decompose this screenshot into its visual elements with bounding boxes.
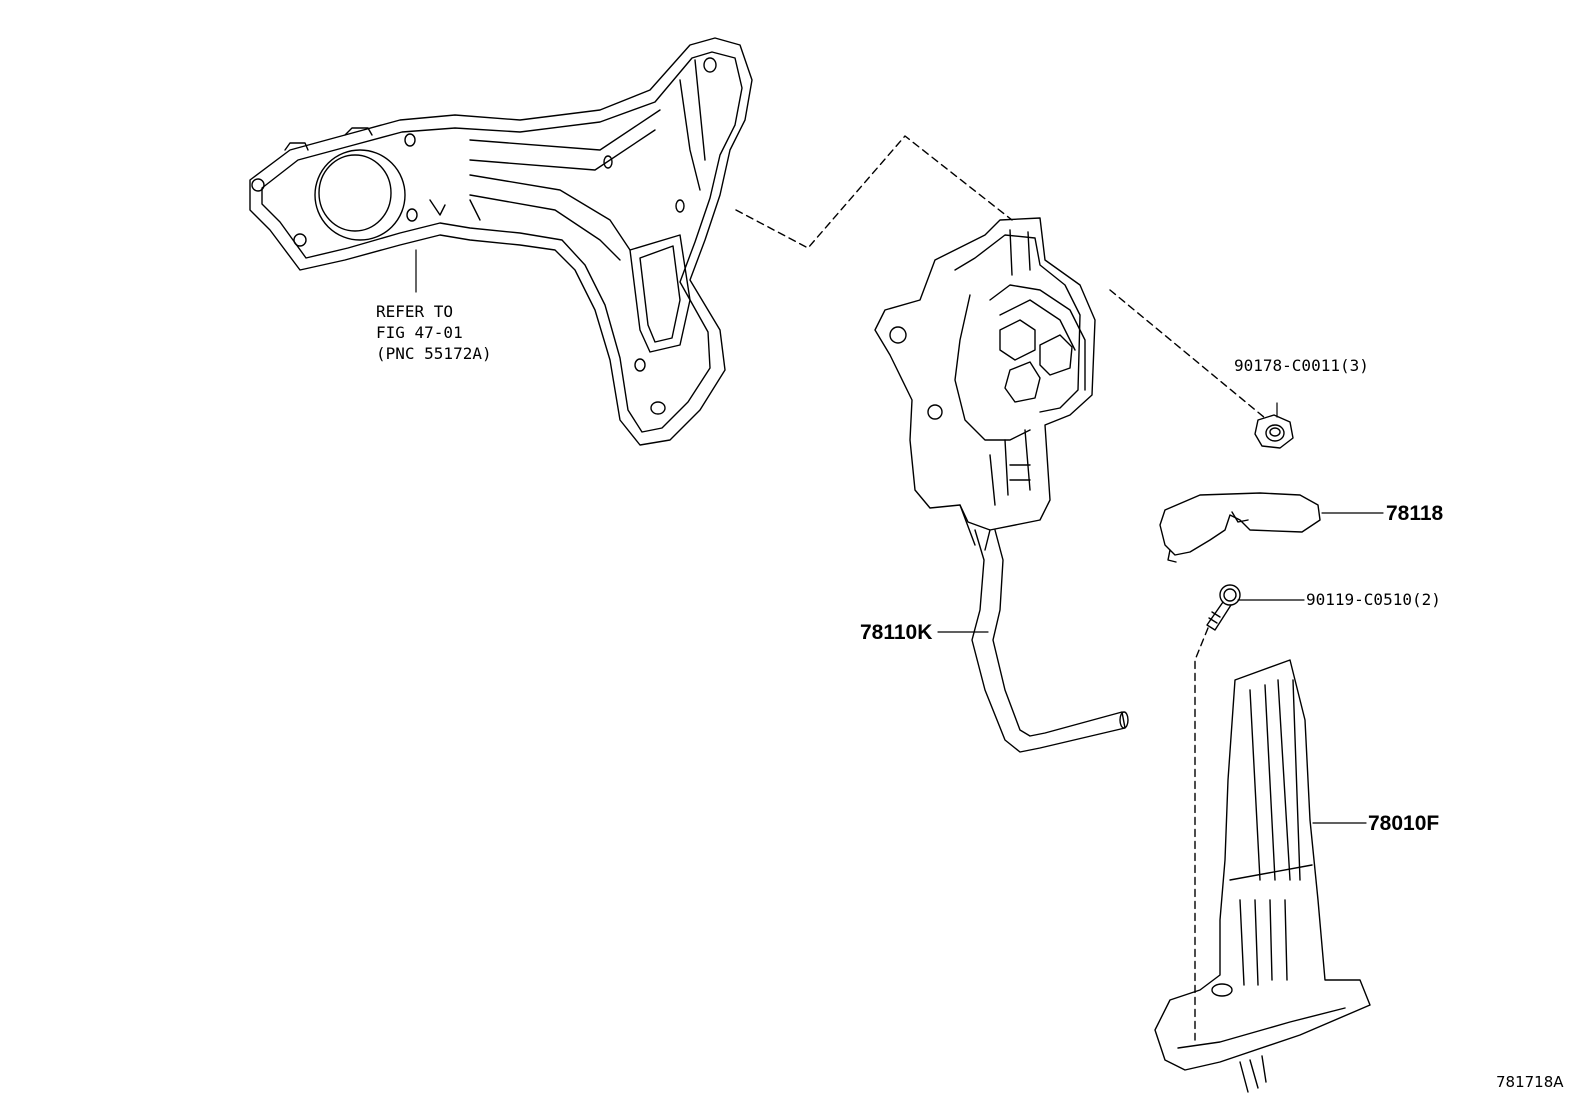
- pedal-assembly-drawing: [875, 218, 1128, 752]
- part-label-bolt[interactable]: 90119-C0510(2): [1306, 590, 1441, 609]
- dash-bracket-drawing: [250, 38, 752, 445]
- pedal-pad-drawing: [1155, 660, 1370, 1092]
- cover-drawing: [1160, 493, 1320, 562]
- illustration-code: 781718A: [1496, 1073, 1564, 1091]
- reference-note-line1: REFER TO: [376, 302, 454, 321]
- reference-note-line3: (PNC 55172A): [376, 344, 492, 363]
- part-label-nut[interactable]: 90178-C0011(3): [1234, 356, 1369, 375]
- part-label-pedal-assembly[interactable]: 78110K: [860, 621, 933, 644]
- assembly-lines: [736, 136, 1265, 1040]
- reference-note-line2: FIG 47-01: [376, 323, 463, 342]
- part-label-cover[interactable]: 78118: [1386, 502, 1444, 525]
- bolt-drawing: [1207, 585, 1240, 630]
- part-label-pedal-pad[interactable]: 78010F: [1368, 812, 1440, 835]
- leader-lines: [416, 250, 1383, 823]
- nut-drawing: [1255, 415, 1293, 448]
